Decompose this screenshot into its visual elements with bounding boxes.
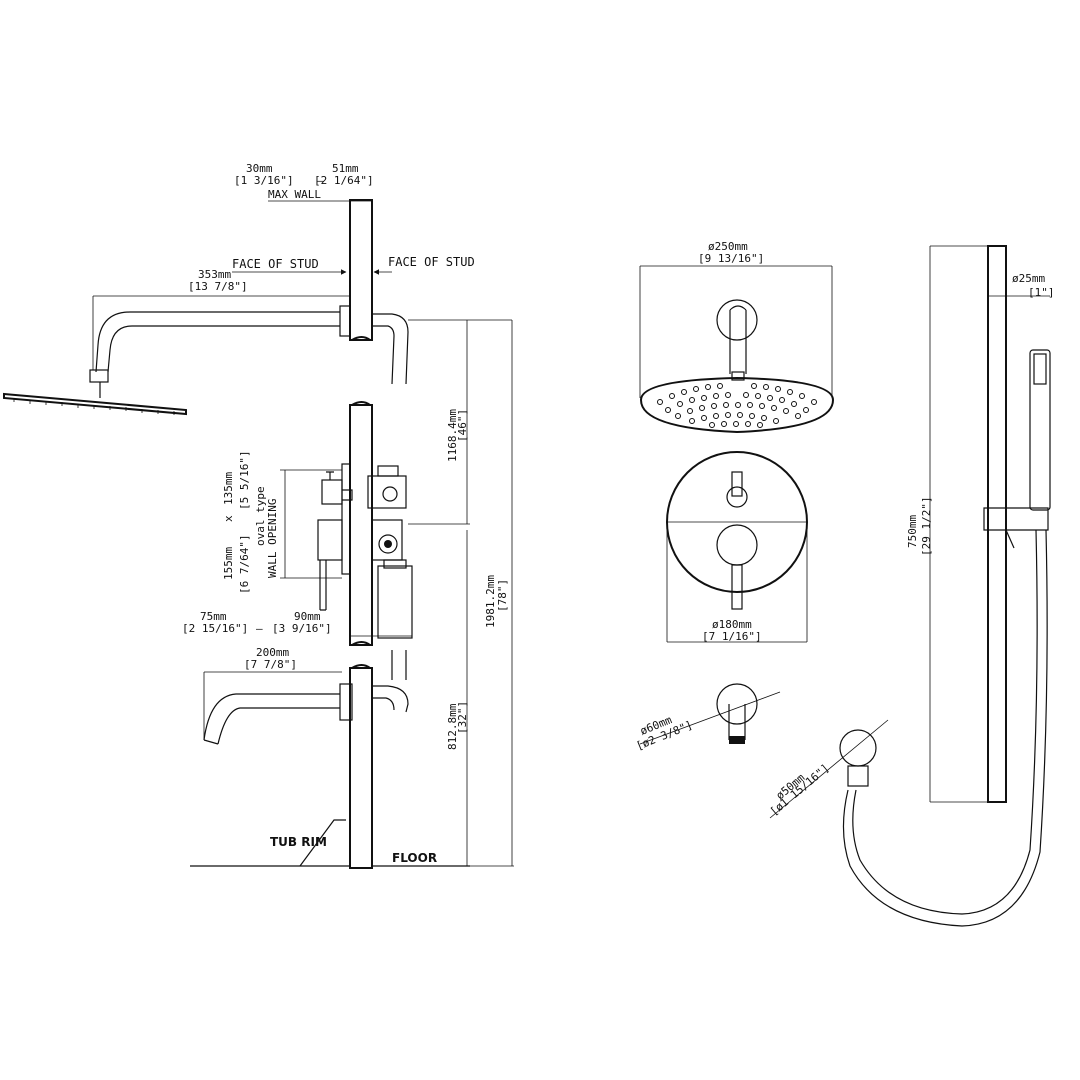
wall-section xyxy=(349,199,373,869)
shower-height-in: [46"] xyxy=(456,409,469,442)
tub-spout-front: ø60mm [ø2 3/8"] xyxy=(634,683,781,753)
total-height-in: [78"] xyxy=(496,579,509,612)
nozzle-pattern xyxy=(657,383,817,428)
valve-depth-dimension: 75mm [2 15/16"] — 90mm [3 9/16"] xyxy=(182,610,413,637)
svg-text:—: — xyxy=(317,174,324,187)
valve-depth-max-in: [3 9/16"] xyxy=(272,622,332,635)
height-dimensions: 1168.4mm [46"] 1981.2mm [78"] 812.8mm [3… xyxy=(408,319,514,867)
front-view: ø250mm [9 13/16"] xyxy=(634,240,835,753)
shower-arm-mm: 353mm xyxy=(198,268,231,281)
valve-depth-min: 75mm xyxy=(200,610,227,623)
tub-rim-label: TUB RIM xyxy=(270,835,327,849)
wall-opening-height-in: [5 5/16"] xyxy=(238,450,251,510)
shower-head-diameter-in: [9 13/16"] xyxy=(698,252,764,265)
hand-shower xyxy=(842,349,1051,927)
wall-opening-type: oval type xyxy=(254,486,267,546)
shower-head-front: ø250mm [9 13/16"] xyxy=(639,240,835,434)
trim-plate-diameter-in: [7 1/16"] xyxy=(702,630,762,643)
bar-length-mm: 750mm xyxy=(906,515,919,548)
face-of-stud-right: FACE OF STUD xyxy=(388,255,475,269)
wall-depth-min: 30mm xyxy=(246,162,273,175)
tub-spout-length-in: [7 7/8"] xyxy=(244,658,297,671)
wall-opening-label: WALL OPENING xyxy=(266,499,279,578)
svg-text:—: — xyxy=(256,622,263,635)
bar-diameter-mm: ø25mm xyxy=(1012,272,1045,285)
wall-opening-width-mm: 155mm xyxy=(222,547,235,580)
shower-arm-side xyxy=(3,305,351,416)
face-of-stud-labels: FACE OF STUD FACE OF STUD xyxy=(232,255,475,275)
trim-plate-diameter-mm: ø180mm xyxy=(712,618,752,631)
shower-arm-in: [13 7/8"] xyxy=(188,280,248,293)
wall-depth-min-in: [1 3/16"] xyxy=(234,174,294,187)
shower-head-diameter-mm: ø250mm xyxy=(708,240,748,253)
rough-in-pipes xyxy=(372,313,409,713)
floor-label: FLOOR xyxy=(392,851,437,865)
wall-depth-dimension: 30mm [1 3/16"] — 51mm [2 1/64"] MAX WALL xyxy=(234,162,374,202)
tub-spout-height-mm: 812.8mm xyxy=(446,703,459,750)
wall-opening-x: x xyxy=(222,515,235,522)
tub-rim-floor: TUB RIM FLOOR xyxy=(190,819,470,867)
valve-trim-front: ø180mm [7 1/16"] xyxy=(666,451,808,643)
valve-depth-max: 90mm xyxy=(294,610,321,623)
shower-height-mm: 1168.4mm xyxy=(446,409,459,462)
slide-bar-view: ø25mm [1"] 750mm [29 1/2"] ø50mm [ø1 15/… xyxy=(768,245,1055,927)
wall-elbow: ø50mm [ø1 15/16"] xyxy=(768,719,889,819)
bar-length-in: [29 1/2"] xyxy=(920,496,933,556)
shower-arm-dimension: 353mm [13 7/8"] xyxy=(92,268,350,370)
tub-spout-height-in: [32"] xyxy=(456,701,469,734)
wall-opening-dimension: 135mm [5 5/16"] x 155mm [6 7/64"] oval t… xyxy=(222,450,342,594)
tub-spout-side: 200mm [7 7/8"] xyxy=(203,646,353,745)
face-of-stud-left: FACE OF STUD xyxy=(232,257,319,271)
bar-diameter-in: [1"] xyxy=(1028,286,1055,299)
wall-opening-height-mm: 135mm xyxy=(222,472,235,505)
tub-spout-length-mm: 200mm xyxy=(256,646,289,659)
total-height-mm: 1981.2mm xyxy=(484,575,497,628)
side-view: 30mm [1 3/16"] — 51mm [2 1/64"] MAX WALL… xyxy=(3,162,514,869)
wall-opening-width-in: [6 7/64"] xyxy=(238,534,251,594)
wall-depth-max-in: [2 1/64"] xyxy=(314,174,374,187)
valve-body-side xyxy=(317,463,413,639)
valve-depth-min-in: [2 15/16"] xyxy=(182,622,248,635)
wall-depth-max: 51mm xyxy=(332,162,359,175)
max-wall-label: MAX WALL xyxy=(268,188,321,201)
